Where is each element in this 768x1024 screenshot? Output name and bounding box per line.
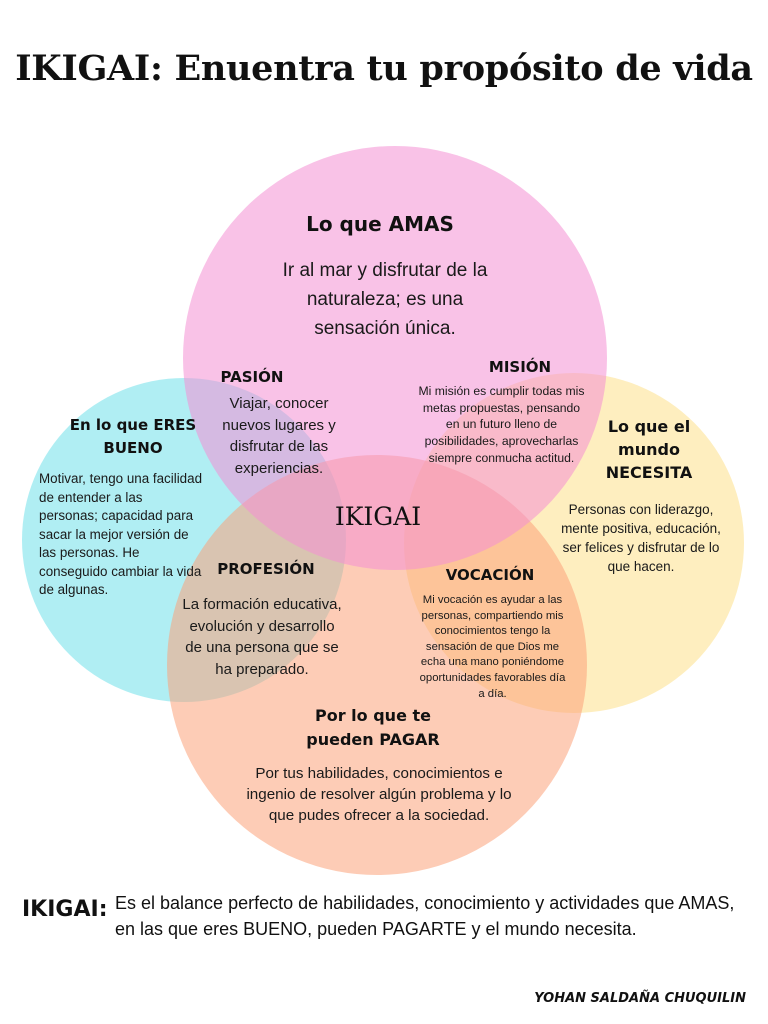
pasion-text: Viajar, conocer nuevos lugares y disfrut… — [222, 395, 336, 477]
profesion-heading: PROFESIÓN — [217, 560, 315, 578]
mision-heading: MISIÓN — [488, 358, 552, 376]
needs-text: Personas con liderazgo, mente positiva, … — [561, 502, 721, 574]
vocacion-text: Mi vocación es ayudar a las personas, co… — [419, 594, 566, 700]
circle-love — [183, 146, 607, 570]
good-text: Motivar, tengo una facilidad de entender… — [39, 471, 203, 597]
pasion-heading: PASIÓN — [220, 368, 284, 386]
vocacion-heading: VOCACIÓN — [445, 566, 535, 584]
love-text: Ir al mar y disfrutar de la naturaleza; … — [282, 260, 488, 339]
paid-heading: Por lo que te pueden PAGAR — [306, 706, 440, 749]
love-heading: Lo que AMAS — [306, 212, 454, 236]
page-title: IKIGAI: Enuentra tu propósito de vida — [15, 48, 753, 89]
profesion-text: La formación educativa, evolución y desa… — [182, 596, 342, 678]
footer-label: IKIGAI: — [22, 897, 108, 922]
paid-text: Por tus habilidades, conocimientos e ing… — [246, 765, 512, 824]
footer-definition: Es el balance perfecto de habilidades, c… — [115, 893, 735, 939]
needs-heading: Lo que el mundo NECESITA — [605, 417, 693, 482]
ikigai-center-label: IKIGAI — [334, 502, 422, 531]
author-credit: YOHAN SALDAÑA CHUQUILIN — [534, 991, 746, 1006]
circle-paid-for — [167, 455, 587, 875]
mision-text: Mi misión es cumplir todas mis metas pro… — [418, 384, 585, 465]
good-heading: En lo que ERES BUENO — [69, 416, 197, 457]
